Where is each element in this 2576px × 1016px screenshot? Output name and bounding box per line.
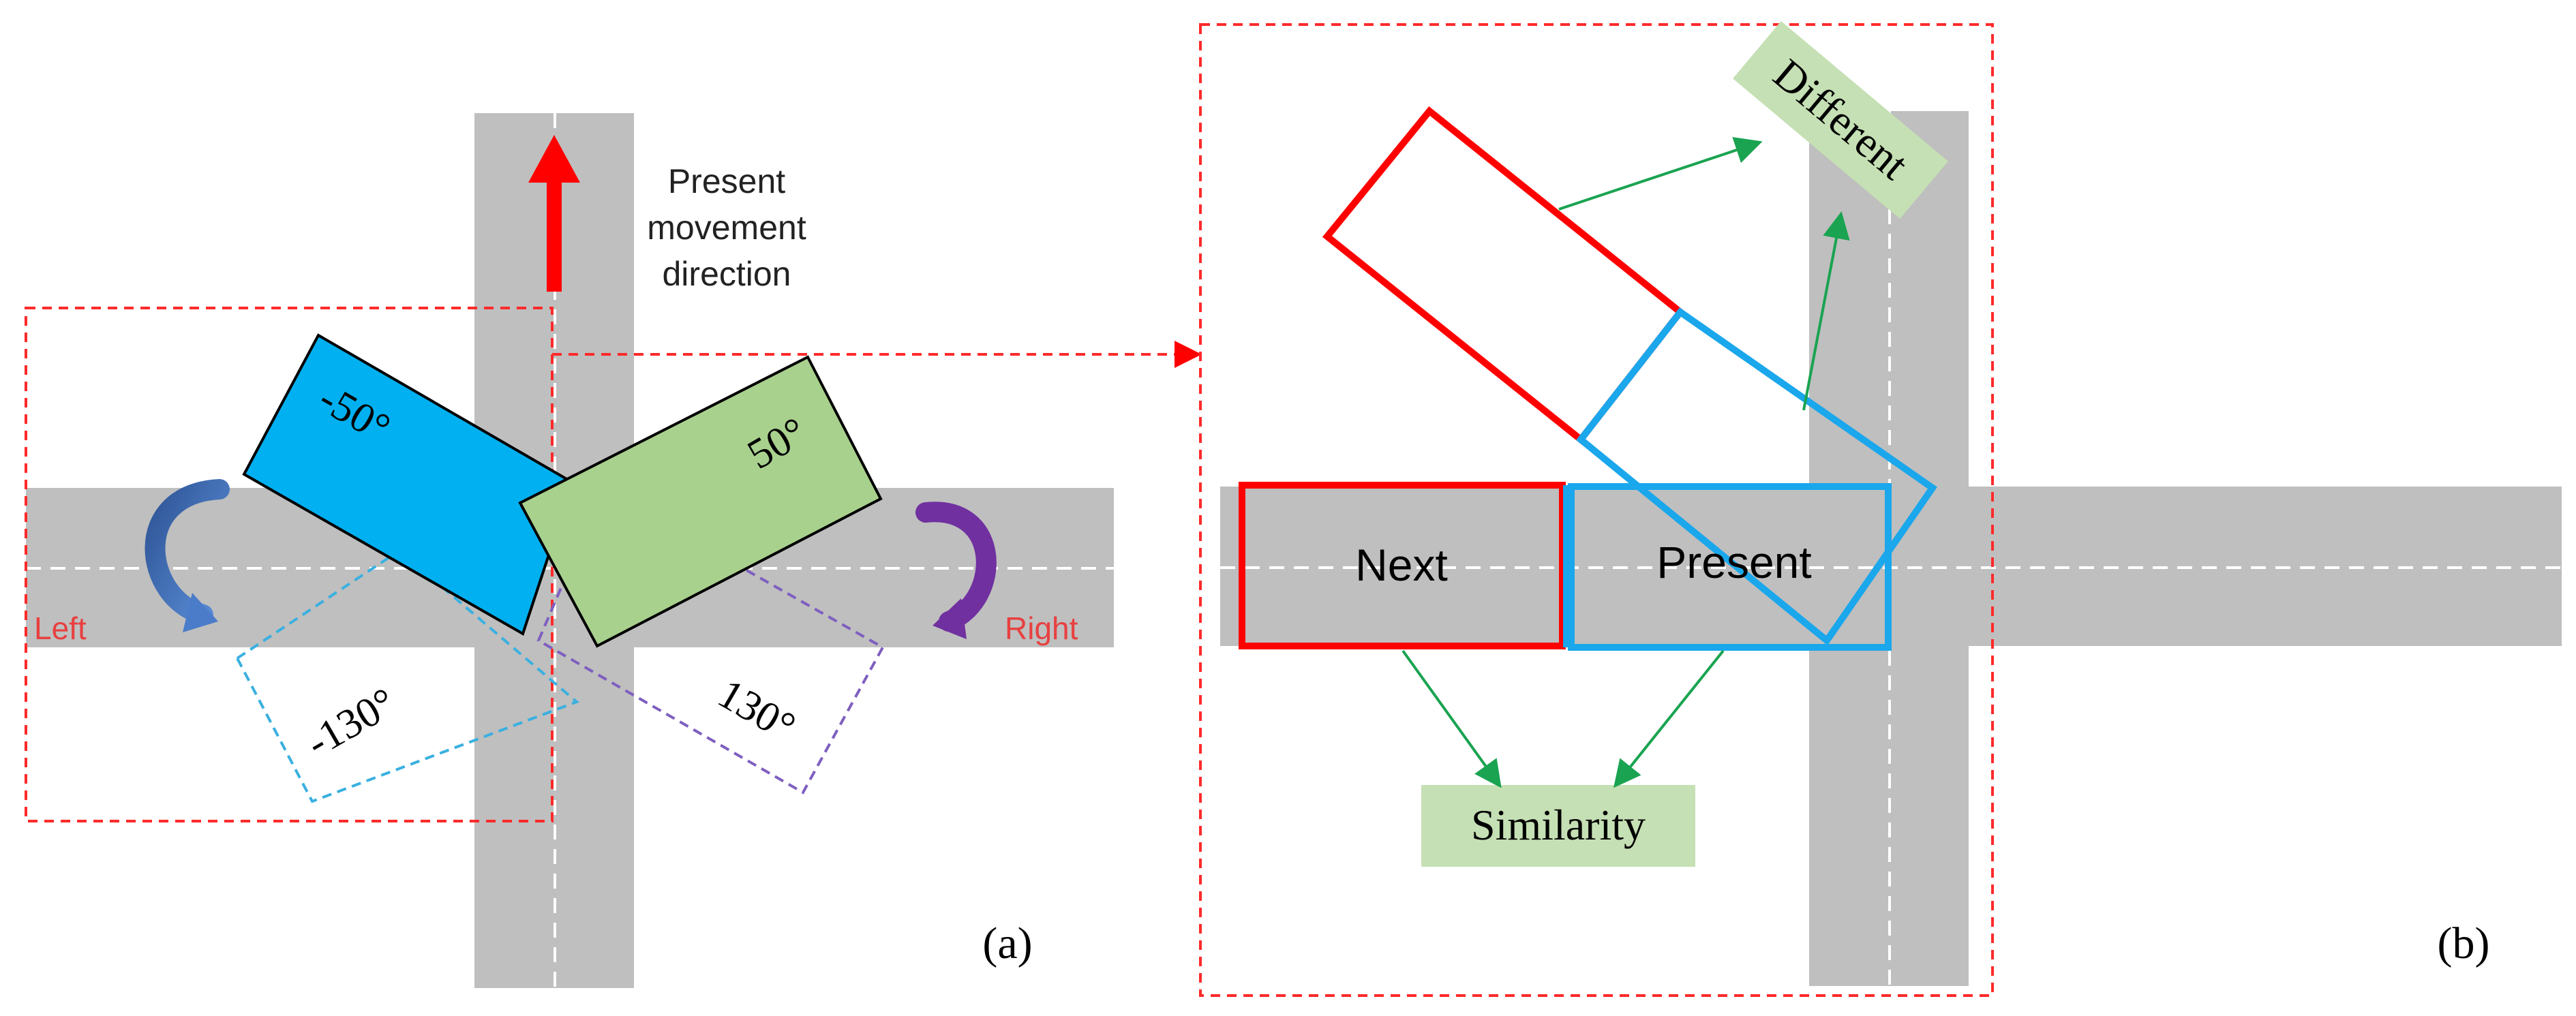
present-direction-line3: direction bbox=[663, 255, 791, 293]
zoom-frame-b bbox=[1199, 23, 1994, 997]
similarity-label-box bbox=[1421, 785, 1695, 867]
right-label: Right bbox=[1005, 611, 1078, 646]
next-box bbox=[1239, 482, 1566, 649]
present-direction-line2: movement bbox=[647, 209, 806, 247]
angle-label-minus-130: -130° bbox=[299, 679, 404, 767]
angle-label-plus-130: 130° bbox=[710, 671, 803, 751]
rotated-box-plus-50 bbox=[518, 355, 883, 648]
left-turn-arrow-icon bbox=[145, 479, 230, 632]
present-box bbox=[1568, 483, 1892, 651]
left-label: Left bbox=[34, 611, 87, 646]
rotated-present-box bbox=[1576, 307, 1937, 646]
panel-a: Present movement direction -50° 50° -130… bbox=[25, 113, 1202, 988]
present-direction-arrow-icon bbox=[528, 135, 580, 292]
panel-b-caption: (b) bbox=[2438, 919, 2490, 968]
rotated-next-box bbox=[1322, 106, 1685, 445]
similarity-label: Similarity bbox=[1471, 801, 1646, 849]
next-label: Next bbox=[1355, 540, 1448, 590]
panel-a-caption: (a) bbox=[982, 919, 1032, 968]
present-direction-line1: Present bbox=[668, 162, 785, 200]
arrow-to-different-1 bbox=[1558, 137, 1763, 211]
left-region-box bbox=[25, 307, 554, 822]
rotated-box-plus-130 bbox=[536, 487, 885, 795]
arrow-to-similarity-2 bbox=[1613, 649, 1725, 788]
arrow-to-similarity-1 bbox=[1401, 649, 1502, 788]
rotated-box-minus-50 bbox=[242, 333, 575, 636]
right-turn-arrow-icon bbox=[915, 502, 997, 639]
panel-b: Next Present Different Similarity (b) bbox=[1199, 21, 2562, 997]
rotated-box-minus-130 bbox=[235, 549, 579, 803]
arrow-to-different-2 bbox=[1802, 211, 1850, 411]
present-label: Present bbox=[1656, 537, 1811, 587]
